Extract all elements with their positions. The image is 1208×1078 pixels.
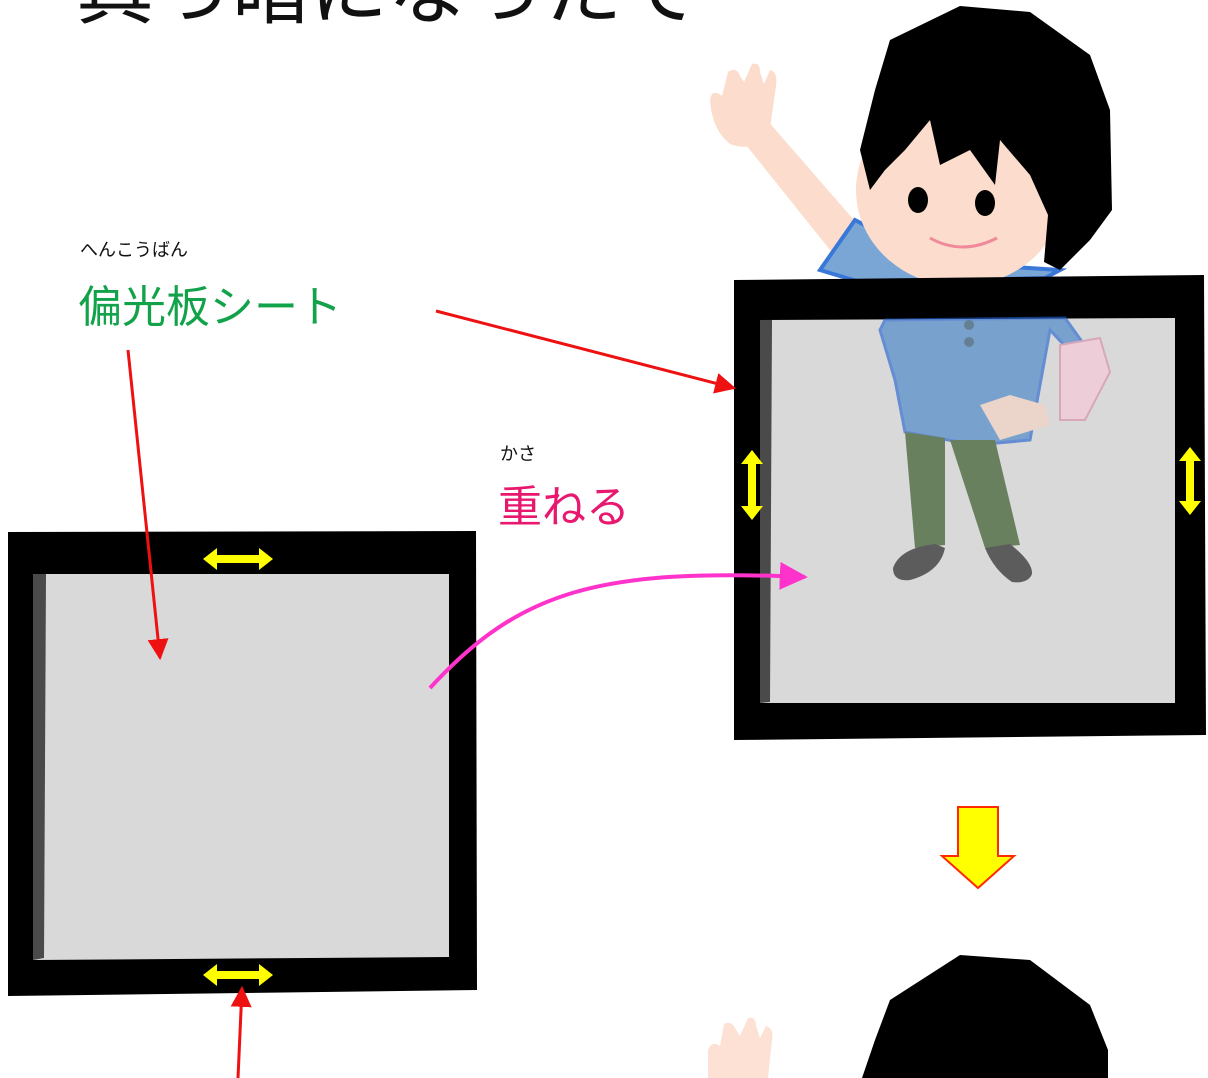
pointer-arrow-to-right-sheet (435, 309, 737, 394)
child-hand (710, 63, 777, 147)
child-leg-right (950, 440, 1020, 548)
right-polarizer-sheet (734, 275, 1206, 740)
child-shoe-right (985, 544, 1033, 583)
child-leg-left (905, 432, 945, 548)
pointer-arrow-bottom (230, 985, 252, 1078)
child-arm (726, 112, 880, 275)
rotate-arrow-top (203, 548, 273, 570)
child-hair (860, 6, 1112, 270)
left-sheet-edge (33, 574, 46, 960)
child-illustration-bottom (708, 955, 1108, 1078)
right-sheet-edge (760, 320, 772, 703)
child-shirt (878, 316, 1090, 447)
child-mouth (929, 236, 998, 249)
rotate-arrow-left (741, 450, 763, 520)
rotate-arrow-right (1179, 447, 1201, 515)
polarizer-label: 偏光板シート (78, 282, 342, 333)
overlap-label: 重ねる (498, 482, 630, 533)
pointer-arrow-to-left-sheet (126, 349, 169, 661)
left-sheet-film (33, 574, 449, 960)
child-hand-on-hip (980, 395, 1050, 440)
child-eye-left (908, 187, 928, 213)
child-eye-right (975, 190, 995, 216)
child-shoe-left (893, 544, 945, 581)
down-arrow (939, 806, 1017, 890)
polarizer-ruby: へんこうばん (80, 240, 188, 261)
child-illustration-top (710, 6, 1112, 286)
child-hair-bottom (862, 955, 1108, 1078)
child-arm-on-hip (1059, 336, 1112, 421)
page-title: 真っ暗になったで (76, 0, 700, 30)
child-hand-bottom (708, 1017, 773, 1078)
overlap-ruby: かさ (500, 444, 536, 465)
rotate-arrow-bottom (203, 964, 273, 986)
child-through-sheet (878, 316, 1112, 583)
overlap-arrow (428, 561, 808, 690)
left-polarizer-sheet (8, 531, 477, 996)
